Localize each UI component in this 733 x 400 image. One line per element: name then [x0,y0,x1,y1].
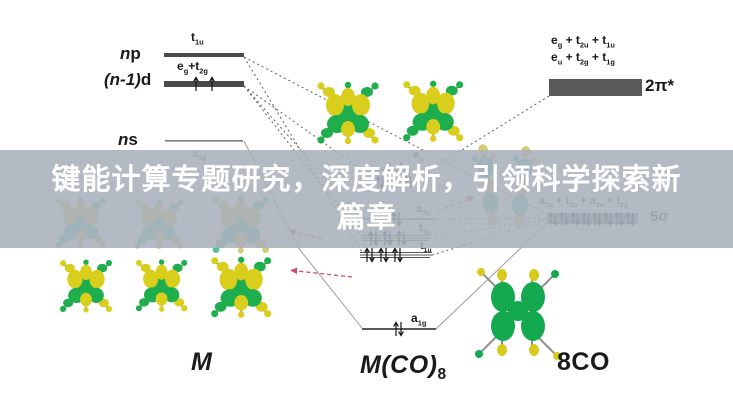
headline-overlay: 键能计算专题研究，深度解析，引领科学探索新 篇章 [0,150,733,248]
orbital-image-8co [474,267,562,361]
co-pi-formula-1: eg + t2u + t1u [551,33,615,50]
headline-line1: 键能计算专题研究，深度解析，引领科学探索新 [51,164,682,196]
nd-level-bar [164,81,244,87]
orbital-image-top-1 [316,80,380,146]
pi-star-bar [549,79,642,96]
np-level-bar [164,53,244,57]
orbital-image-rowB-2 [135,258,189,313]
atom-ns-label: ns [118,130,138,149]
orbital-image-rowB-1 [59,258,113,314]
complex-a1g-label: a1g [411,311,427,328]
atom-nd-label: (n-1)d [104,70,152,89]
headline-line2: 篇章 [336,202,397,234]
ns-level-line [165,140,243,142]
footer-ligand-label: 8CO [557,348,610,376]
co-pi-star-label: 2π* [645,76,675,95]
atom-np-label: np [120,44,141,63]
footer-metal-label: M [191,348,213,376]
orbital-image-top-2 [402,79,465,143]
orbital-image-rowB-3 [210,255,273,319]
atom-np-orbital-label: t1u [191,30,204,47]
atom-nd-orbital-label: eg+t2g [177,59,208,76]
footer-complex-label: M(CO)8 [360,351,447,383]
atom-level-bars [164,53,244,142]
co-pi-formula-2: eu + t2g + t1g [551,50,615,67]
